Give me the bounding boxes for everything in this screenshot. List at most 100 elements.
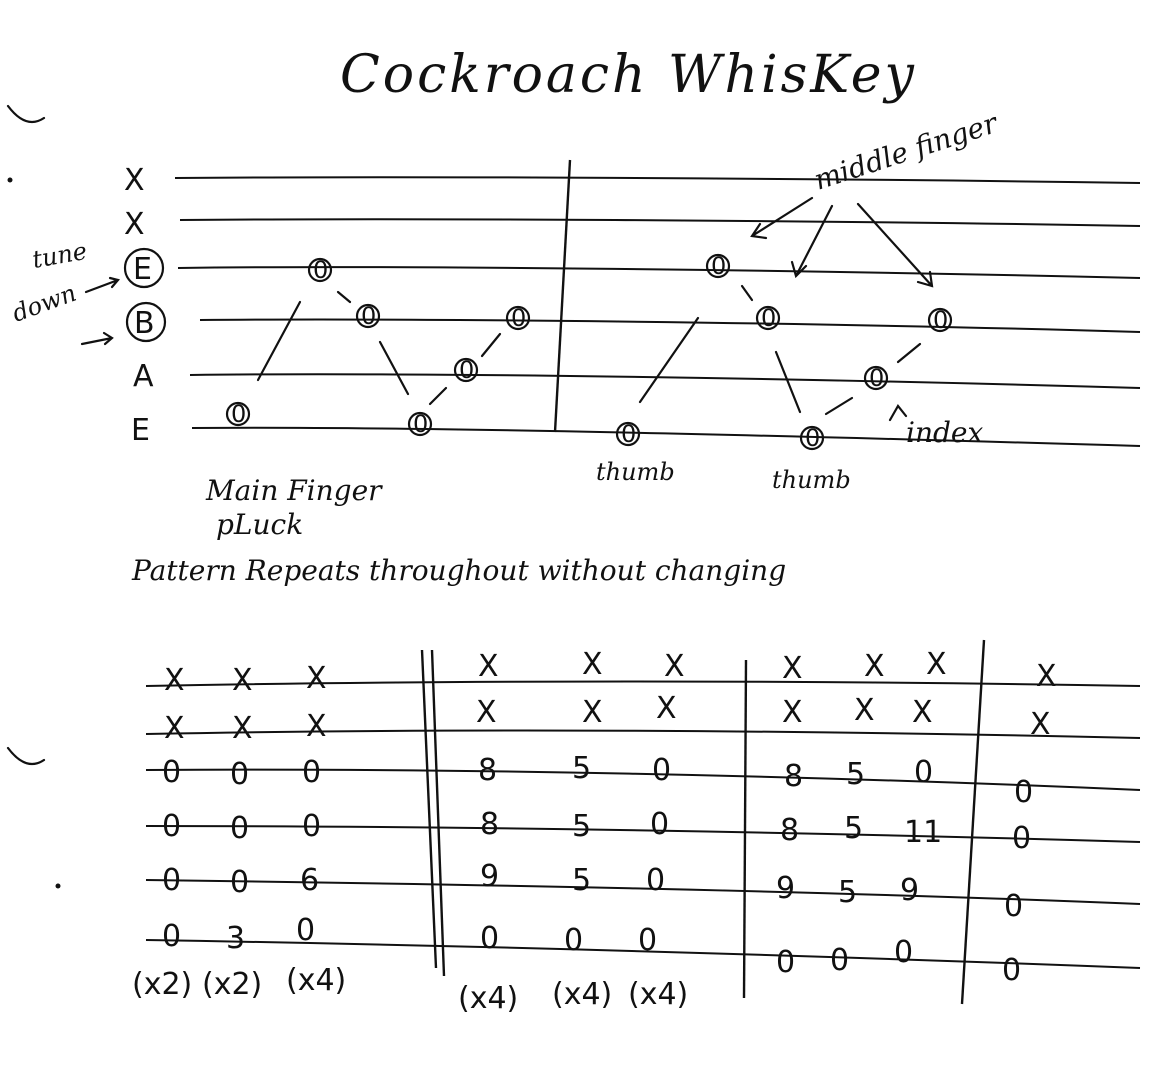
margin-dot [7, 177, 13, 183]
thumb-label: thumb [596, 458, 675, 486]
pattern-note: 0 [511, 304, 526, 332]
chord-column: X X 0 11 9 0 [894, 647, 947, 970]
tab-value: 0 [302, 809, 321, 844]
tab-value: 8 [784, 759, 803, 794]
pattern-repeats-label: Pattern Repeats throughout without chang… [131, 554, 786, 587]
tab-value: 0 [830, 943, 849, 978]
tab-value: X [926, 647, 947, 682]
string-label: E [131, 413, 150, 448]
chord-column: X X 0 0 0 3 [226, 663, 253, 956]
repeat-counts: (x2) (x2) (x4) (x4) (x4) (x4) [132, 963, 688, 1016]
tab-value: X [1036, 659, 1057, 694]
chord-column: X X 8 8 9 0 [476, 649, 499, 956]
tab-value: 11 [904, 815, 942, 850]
pattern-note: 0 [761, 304, 776, 332]
string-label: X [124, 207, 145, 242]
tab-value: 5 [572, 863, 591, 898]
tab-value: X [582, 647, 603, 682]
tab-value: 8 [478, 753, 497, 788]
tab-value: 0 [1012, 821, 1031, 856]
punch-hole-mark-top [6, 104, 46, 124]
repeat-count: (x2) [202, 967, 262, 1002]
tab-value: 6 [300, 863, 319, 898]
tab-value: X [164, 711, 185, 746]
tab-value: X [782, 651, 803, 686]
tab-value: 9 [776, 871, 795, 906]
tab-value: X [1030, 707, 1051, 742]
pattern-note: 0 [231, 400, 246, 428]
chord-column: X X 0 0 0 0 [638, 649, 685, 958]
tab-value: X [476, 695, 497, 730]
pattern-notes: 0 0 0 0 0 0 0 0 0 0 0 0 [225, 252, 953, 452]
tab-value: X [854, 693, 875, 728]
tab-value: X [656, 691, 677, 726]
arrow-icon [750, 196, 814, 240]
tab-value: 9 [900, 873, 919, 908]
tab-value: X [232, 711, 253, 746]
arrow-icon [856, 202, 934, 288]
tab-value: X [306, 661, 327, 696]
tab-value: 0 [296, 913, 315, 948]
string-labels: X X E B A E [123, 163, 167, 448]
tab-value: 0 [650, 807, 669, 842]
tab-value: X [232, 663, 253, 698]
string-circle [123, 247, 165, 289]
caret-icon [888, 404, 908, 422]
tab-value: 0 [230, 865, 249, 900]
repeat-count: (x4) [628, 977, 688, 1012]
index-label: index [906, 416, 983, 449]
tab-value: 0 [162, 809, 181, 844]
tab-value: 0 [776, 945, 795, 980]
pattern-note: 0 [361, 302, 376, 330]
string-label: E [133, 252, 152, 287]
chord-column: X X 0 0 0 0 [1002, 659, 1057, 988]
pattern-note: 0 [711, 252, 726, 280]
tab-value: 9 [480, 859, 499, 894]
page-title: Cockroach WhisKey [340, 45, 917, 105]
tab-value: 0 [302, 755, 321, 790]
tab-value: 0 [646, 863, 665, 898]
arrow-icon [84, 276, 120, 294]
pluck-label: pLuck [216, 508, 303, 541]
tab-value: 5 [572, 809, 591, 844]
pattern-note: 0 [413, 410, 428, 438]
tab-value: 3 [226, 921, 245, 956]
tab-value: 0 [230, 757, 249, 792]
main-finger-label: Main Finger [205, 474, 383, 507]
string-circle [125, 301, 167, 343]
tab-value: X [164, 663, 185, 698]
top-staff [174, 159, 1141, 447]
tab-value: X [582, 695, 603, 730]
middle-finger-label: middle finger [810, 106, 1003, 197]
pattern-note: 0 [313, 256, 328, 284]
tab-value: X [912, 695, 933, 730]
tab-value: 0 [914, 755, 933, 790]
chord-column: X X 5 5 5 0 [830, 649, 885, 978]
tab-value: X [864, 649, 885, 684]
tab-value: 0 [1014, 775, 1033, 810]
tab-value: 5 [846, 757, 865, 792]
tab-value: 0 [564, 923, 583, 958]
chord-column: X X 5 5 5 0 [564, 647, 603, 958]
pattern-note: 0 [459, 356, 474, 384]
tab-value: 0 [638, 923, 657, 958]
tab-value: 0 [162, 919, 181, 954]
tab-value: 5 [838, 875, 857, 910]
string-label: B [134, 306, 155, 341]
tune-word: tune [30, 237, 89, 274]
pattern-note: 0 [869, 364, 884, 392]
repeat-count: (x4) [286, 963, 346, 998]
pattern-note: 0 [933, 306, 948, 334]
tab-value: X [478, 649, 499, 684]
down-word: down [8, 279, 79, 328]
tab-value: 8 [480, 807, 499, 842]
pattern-note: 0 [621, 420, 636, 448]
pattern-note: 0 [805, 424, 820, 452]
tune-down-note: tune down [8, 237, 120, 346]
tab-value: 5 [572, 751, 591, 786]
tab-value: 0 [480, 921, 499, 956]
tab-value: 0 [230, 811, 249, 846]
tab-value: 0 [894, 935, 913, 970]
chord-column: X X 8 8 9 0 [776, 651, 803, 980]
